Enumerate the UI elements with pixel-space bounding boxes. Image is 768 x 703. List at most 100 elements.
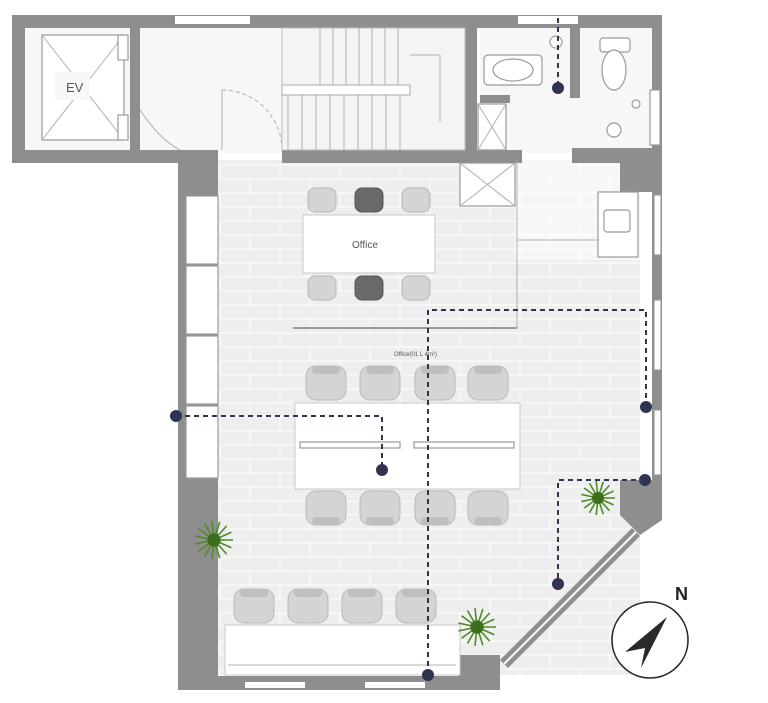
window-panel bbox=[185, 265, 219, 335]
pipe-shaft-cross bbox=[459, 162, 516, 207]
armchair bbox=[467, 365, 509, 401]
kitchenette bbox=[516, 160, 639, 328]
armchair-back bbox=[312, 366, 340, 374]
elevator-door bbox=[117, 114, 129, 141]
sink-icon bbox=[549, 35, 563, 49]
restroom-wall-a bbox=[480, 95, 510, 103]
potted-plant-icon bbox=[581, 481, 615, 515]
shower-cross bbox=[477, 103, 507, 151]
corner-pillar bbox=[458, 655, 500, 690]
window-panel bbox=[653, 409, 662, 476]
network-point-icon bbox=[376, 464, 388, 476]
window-panel bbox=[653, 194, 662, 256]
top-window bbox=[175, 16, 250, 24]
kitchen-corner-wall bbox=[620, 160, 662, 192]
plant-core bbox=[592, 492, 604, 504]
route-line bbox=[557, 479, 645, 584]
network-point-icon bbox=[422, 669, 434, 681]
corner-column bbox=[620, 480, 662, 535]
network-point-icon bbox=[170, 410, 182, 422]
sink-icon bbox=[603, 209, 631, 233]
armchair bbox=[287, 588, 329, 624]
restroom-bottom-wall bbox=[572, 148, 662, 163]
armchair-back bbox=[421, 366, 449, 374]
chair bbox=[307, 275, 337, 301]
armchair bbox=[395, 588, 437, 624]
network-point-icon bbox=[552, 578, 564, 590]
armchair bbox=[414, 365, 456, 401]
network-point-icon bbox=[552, 82, 564, 94]
entrance-curve bbox=[139, 109, 181, 151]
top-wall bbox=[12, 15, 662, 28]
bottom-window-2 bbox=[365, 682, 425, 688]
chair bbox=[354, 187, 384, 213]
armchair bbox=[467, 490, 509, 526]
armchair bbox=[233, 588, 275, 624]
route-line bbox=[427, 309, 647, 675]
ev-label-bg bbox=[55, 72, 90, 100]
toilet-bowl bbox=[601, 49, 627, 91]
staircase bbox=[281, 27, 466, 151]
elevator-door bbox=[117, 34, 129, 61]
room-caption: Office(01 L 4m²) bbox=[394, 352, 437, 358]
armchair bbox=[414, 490, 456, 526]
armchair bbox=[359, 490, 401, 526]
lobby-bottom-wall bbox=[12, 150, 180, 163]
armchair-back bbox=[312, 517, 340, 525]
right-window-panels bbox=[649, 89, 662, 476]
drain-icon bbox=[631, 99, 641, 109]
armchair-back bbox=[294, 589, 322, 597]
stair-landing bbox=[281, 84, 411, 96]
network-routes bbox=[170, 18, 652, 681]
plants bbox=[195, 481, 615, 646]
desk-rail bbox=[299, 441, 401, 449]
stair-right-wall bbox=[465, 28, 477, 153]
plant-core bbox=[470, 620, 484, 634]
window-panel bbox=[185, 405, 219, 479]
armchair bbox=[305, 365, 347, 401]
chair bbox=[307, 187, 337, 213]
ev-label: EV bbox=[66, 80, 84, 95]
bottom-window-1 bbox=[245, 682, 305, 688]
armchair-back bbox=[366, 517, 394, 525]
compass-needle bbox=[625, 617, 667, 668]
armchair-back bbox=[402, 589, 430, 597]
open-desk-area bbox=[224, 365, 521, 676]
lobby-door bbox=[139, 89, 283, 151]
north-label: N bbox=[675, 584, 688, 604]
lobby-left-wall bbox=[12, 15, 25, 163]
armchair bbox=[305, 490, 347, 526]
armchair bbox=[359, 365, 401, 401]
office-table bbox=[302, 214, 436, 274]
network-point-icon bbox=[639, 474, 651, 486]
north-arrow-compass-icon: N bbox=[611, 584, 689, 679]
network-point-icon bbox=[640, 401, 652, 413]
small-office-area: Office bbox=[293, 187, 517, 329]
armchair-back bbox=[421, 517, 449, 525]
desk-rail bbox=[413, 441, 515, 449]
corner-floor bbox=[460, 480, 640, 660]
restroom-divider bbox=[570, 28, 580, 98]
sink-icon bbox=[606, 122, 622, 138]
office-bottom-wall bbox=[178, 676, 498, 690]
elevator: EV bbox=[41, 34, 129, 141]
office-label: Office bbox=[352, 240, 378, 251]
left-window-panels bbox=[185, 195, 219, 479]
diagonal-window bbox=[503, 531, 637, 665]
plant-core bbox=[207, 533, 221, 547]
armchair-back bbox=[240, 589, 268, 597]
lobby-office-wall bbox=[282, 150, 522, 163]
armchair bbox=[341, 588, 383, 624]
ev-shaft-wall bbox=[130, 28, 140, 150]
armchair-back bbox=[474, 517, 502, 525]
armchair-back bbox=[348, 589, 376, 597]
toilet-bowl bbox=[492, 58, 534, 82]
window-panel bbox=[185, 335, 219, 405]
window-panel bbox=[653, 299, 662, 371]
potted-plant-icon bbox=[195, 521, 233, 559]
sofa-bench bbox=[224, 624, 461, 676]
chair bbox=[401, 187, 431, 213]
chair bbox=[401, 275, 431, 301]
window-panel bbox=[649, 89, 661, 146]
